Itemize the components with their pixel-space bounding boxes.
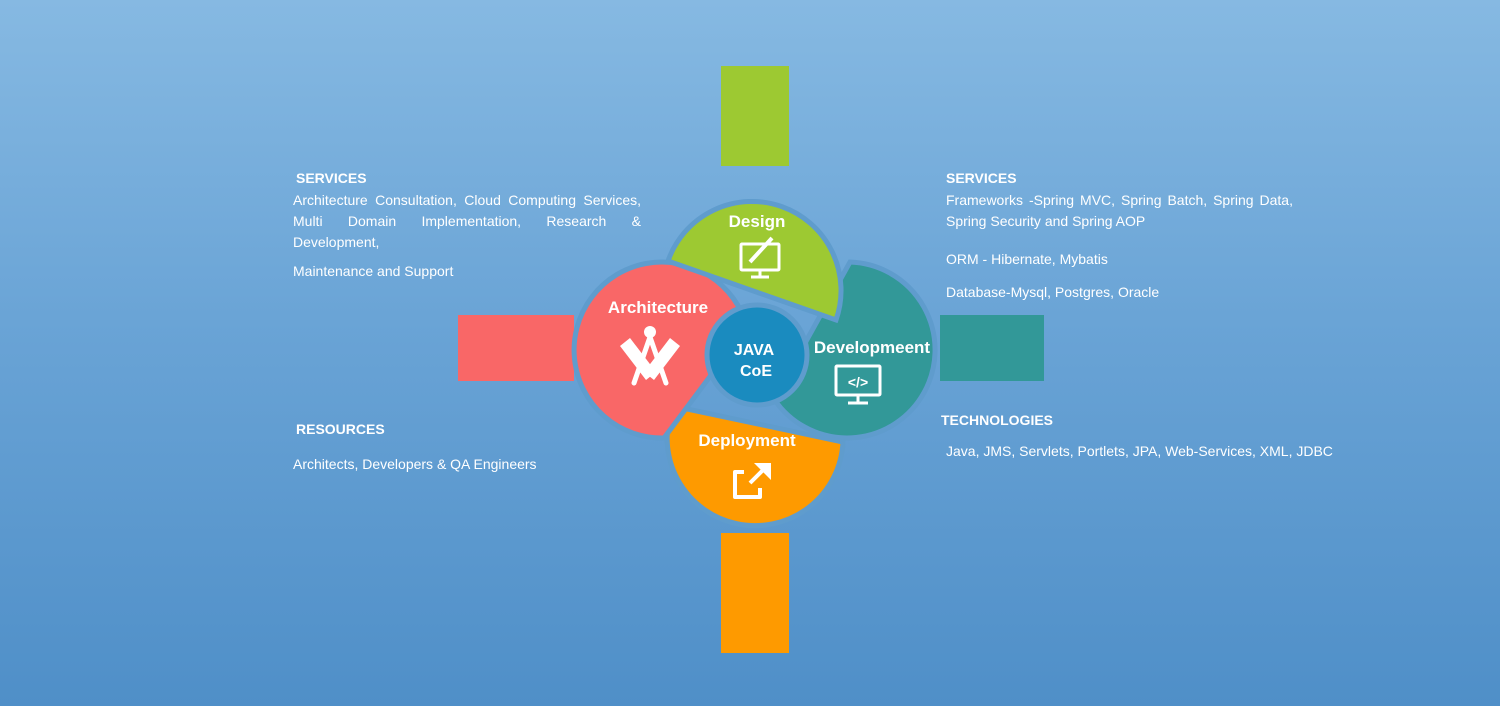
- left-services-text-2: Maintenance and Support: [293, 263, 454, 279]
- right-services-heading: SERVICES: [946, 170, 1017, 186]
- external-link-icon: [733, 463, 771, 499]
- deployment-label: Deployment: [698, 431, 796, 450]
- architecture-bar: [458, 315, 574, 381]
- database-text: Database-Mysql, Postgres, Oracle: [946, 284, 1160, 300]
- svg-text:</>: </>: [848, 374, 868, 390]
- deployment-bar: [721, 533, 789, 653]
- left-services-heading: SERVICES: [296, 170, 367, 186]
- technologies-text: Java, JMS, Servlets, Portlets, JPA, Web-…: [946, 443, 1333, 459]
- architecture-label: Architecture: [608, 298, 708, 317]
- design-bar: [721, 66, 789, 166]
- architecture-petal: [571, 259, 750, 441]
- code-monitor-icon: </>: [834, 364, 882, 405]
- development-petal: [771, 259, 938, 441]
- design-label: Design: [729, 212, 786, 231]
- center-line2: CoE: [740, 363, 772, 380]
- design-monitor-pen-icon: [739, 236, 781, 279]
- resources-text: Architects, Developers & QA Engineers: [293, 456, 537, 472]
- center-line1: JAVA: [734, 342, 775, 359]
- center-hub: [704, 302, 810, 408]
- development-bar: [940, 315, 1044, 381]
- compass-ruler-icon: [620, 326, 680, 386]
- deployment-petal: [664, 403, 846, 529]
- development-label: Developmeent: [814, 338, 931, 357]
- right-services-text: Frameworks -Spring MVC, Spring Batch, Sp…: [946, 192, 1293, 229]
- design-petal: [664, 198, 844, 324]
- technologies-heading: TECHNOLOGIES: [941, 412, 1054, 428]
- resources-heading: RESOURCES: [296, 421, 385, 437]
- left-services-text: Architecture Consultation, Cloud Computi…: [293, 192, 641, 250]
- orm-text: ORM - Hibernate, Mybatis: [946, 251, 1108, 267]
